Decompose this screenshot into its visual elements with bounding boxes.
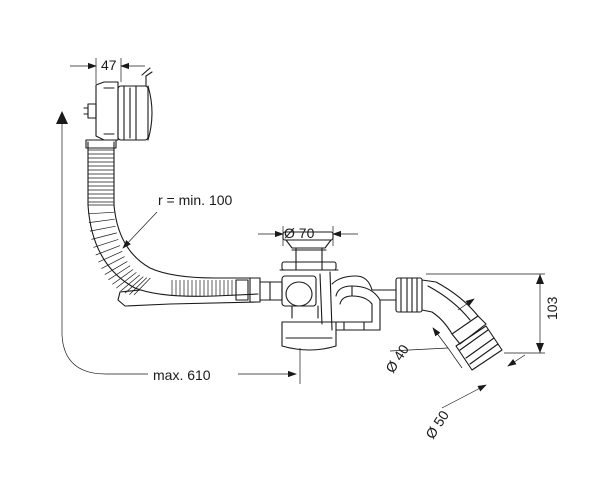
diameter-50-leader: [441, 354, 526, 409]
height-dimension: [426, 273, 545, 354]
plug-assembly: [258, 226, 358, 271]
length-dimension: [56, 111, 301, 384]
max-length-label: max. 610: [153, 367, 211, 383]
flexible-hose: [85, 139, 261, 307]
radius-leader: [122, 211, 158, 249]
overflow-depth-label: 47: [101, 57, 117, 73]
diameter-40-leader: [389, 298, 475, 369]
overflow-head: [70, 58, 153, 141]
bend-radius-label: r = min. 100: [158, 192, 233, 208]
outlet-small-diameter-label: Ø 40: [382, 341, 412, 375]
height-label: 103: [544, 296, 560, 320]
outlet-pipe: [421, 279, 503, 371]
trap-body: [259, 271, 423, 351]
outlet-large-diameter-label: Ø 50: [422, 407, 452, 441]
plug-diameter-label: Ø 70: [284, 225, 315, 241]
